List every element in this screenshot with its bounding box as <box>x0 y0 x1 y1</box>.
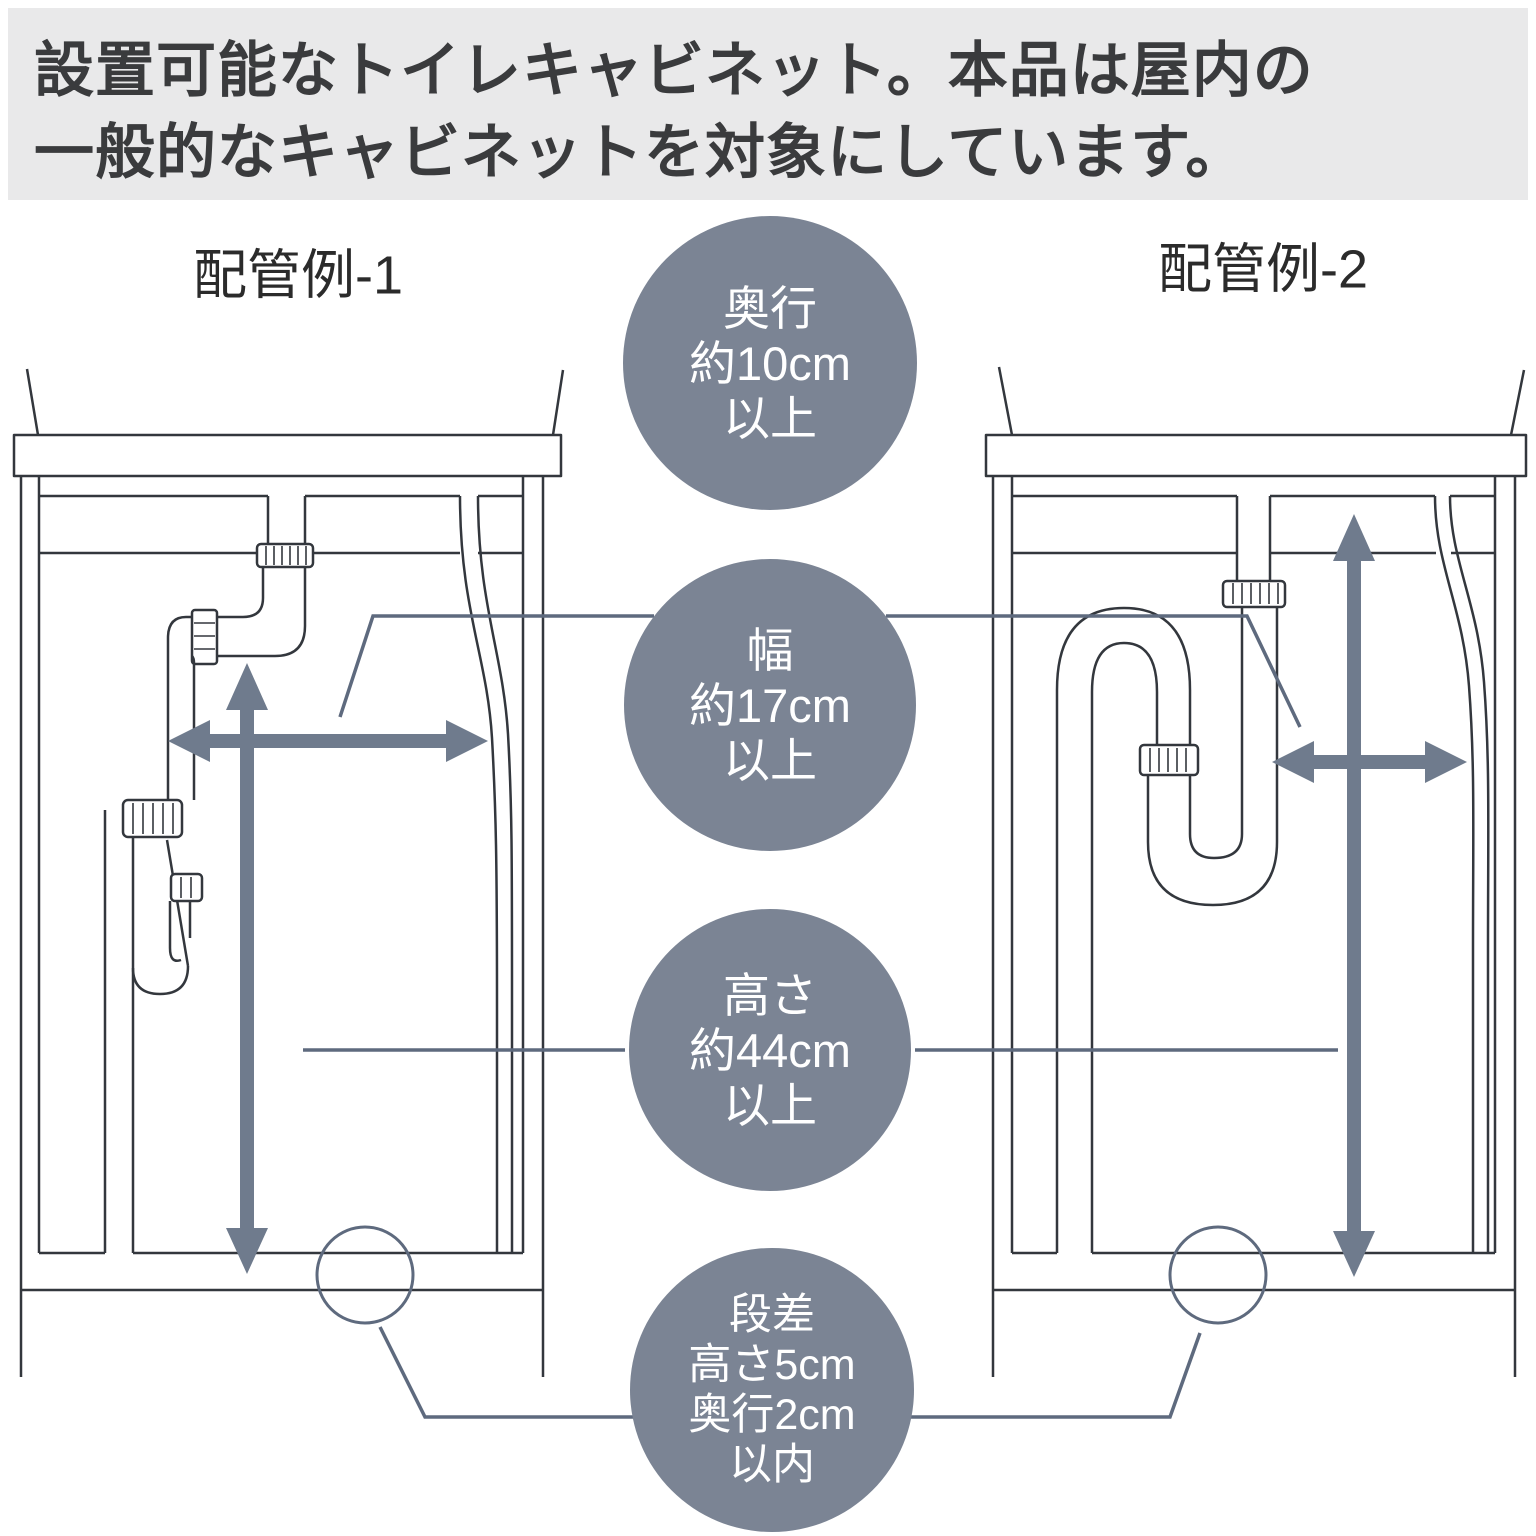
step-highlight-circle-right <box>1168 1225 1268 1325</box>
supply-hose-left-line <box>458 495 499 1253</box>
supply-hose-right-line <box>476 495 514 1253</box>
callout-line: 以上 <box>723 733 817 787</box>
callout-line: 約10cm <box>689 336 851 390</box>
pipe-nut-ribs <box>265 546 307 565</box>
width-arrow-icon-right <box>1272 741 1467 783</box>
pipe-nut-right-ribs <box>1232 583 1279 604</box>
leader-line-width-left <box>338 614 654 718</box>
trap-cup-side <box>165 839 190 967</box>
diagram-label-left: 配管例-1 <box>192 245 404 306</box>
trap-side-fitting <box>169 872 204 903</box>
callout-height: 高さ 約44cm 以上 <box>629 909 911 1191</box>
trap-arch-inner <box>1090 641 1159 1253</box>
pipe-nut <box>255 542 315 569</box>
header-note-line1: 設置可能なトイレキャビネット。本品は屋内の <box>34 37 1314 104</box>
sink-tailpiece-pipe <box>266 496 307 544</box>
leader-line-width-right <box>886 614 1302 728</box>
trap-arch-outer <box>1055 606 1192 1253</box>
trap-riser-nut <box>1138 743 1200 777</box>
leader-line-step-left <box>378 1326 635 1419</box>
width-arrow-icon-left <box>168 720 488 762</box>
callout-line: 約44cm <box>689 1023 851 1077</box>
coupling-nut <box>190 608 219 666</box>
sink-tailpiece-pipe-right <box>1235 496 1272 581</box>
leader-line-step-right <box>909 1332 1202 1419</box>
cabinet-left-drawing <box>12 368 565 1377</box>
callout-line: 以内 <box>729 1441 815 1489</box>
trap-u-inner <box>1188 607 1244 860</box>
callout-line: 奥行 <box>723 281 817 335</box>
trap-side-fitting-ribs <box>180 877 192 898</box>
callout-depth: 奥行 約10cm 以上 <box>623 216 917 510</box>
callout-line: 以上 <box>723 391 817 445</box>
annotations <box>168 514 1467 1419</box>
supply-hose-right-cab-left-line <box>1433 495 1475 1253</box>
height-arrow-icon-right <box>1333 514 1375 1277</box>
cabinet-right-countertop <box>984 433 1528 478</box>
trap-riser-nut-ribs <box>1149 748 1187 772</box>
trap-top-nut-ribs <box>132 803 174 834</box>
cabinet-left-pins <box>25 368 565 436</box>
elbow-inner <box>217 567 265 619</box>
callout-line: 高さ5cm <box>688 1341 856 1389</box>
callout-line: 段差 <box>729 1291 815 1339</box>
callout-line: 約17cm <box>689 678 851 732</box>
header-note: 設置可能なトイレキャビネット。本品は屋内の 一般的なキャビネットを対象にしていま… <box>8 8 1528 200</box>
trap-dip-pipe <box>168 901 192 962</box>
header-note-line2: 一般的なキャビネットを対象にしています。 <box>34 119 1247 186</box>
callout-line: 高さ <box>723 968 817 1022</box>
coupling-nut-ribs <box>194 622 215 650</box>
cabinet-right-drawing <box>984 366 1528 1377</box>
callout-line: 幅 <box>746 623 794 677</box>
trap-u-outer <box>1146 607 1279 907</box>
callout-line: 奥行2cm <box>688 1391 856 1439</box>
callout-line: 以上 <box>723 1078 817 1132</box>
downpipe-inner <box>191 655 196 800</box>
callout-step: 段差 高さ5cm 奥行2cm 以内 <box>630 1248 914 1532</box>
height-arrow-icon-left <box>226 663 268 1274</box>
step-highlight-circle-left <box>315 1225 415 1325</box>
supply-hose-right-cab-right-line <box>1448 495 1490 1253</box>
trap-cup-bottom <box>131 965 190 996</box>
downpipe-outer <box>166 615 192 800</box>
cabinet-right-pins <box>997 366 1526 436</box>
trap-outlet-leg <box>103 810 135 1253</box>
callout-width: 幅 約17cm 以上 <box>624 559 916 851</box>
cabinet-left-countertop <box>12 433 563 478</box>
diagram-label-right: 配管例-2 <box>1157 239 1369 300</box>
elbow-outer <box>217 567 307 658</box>
